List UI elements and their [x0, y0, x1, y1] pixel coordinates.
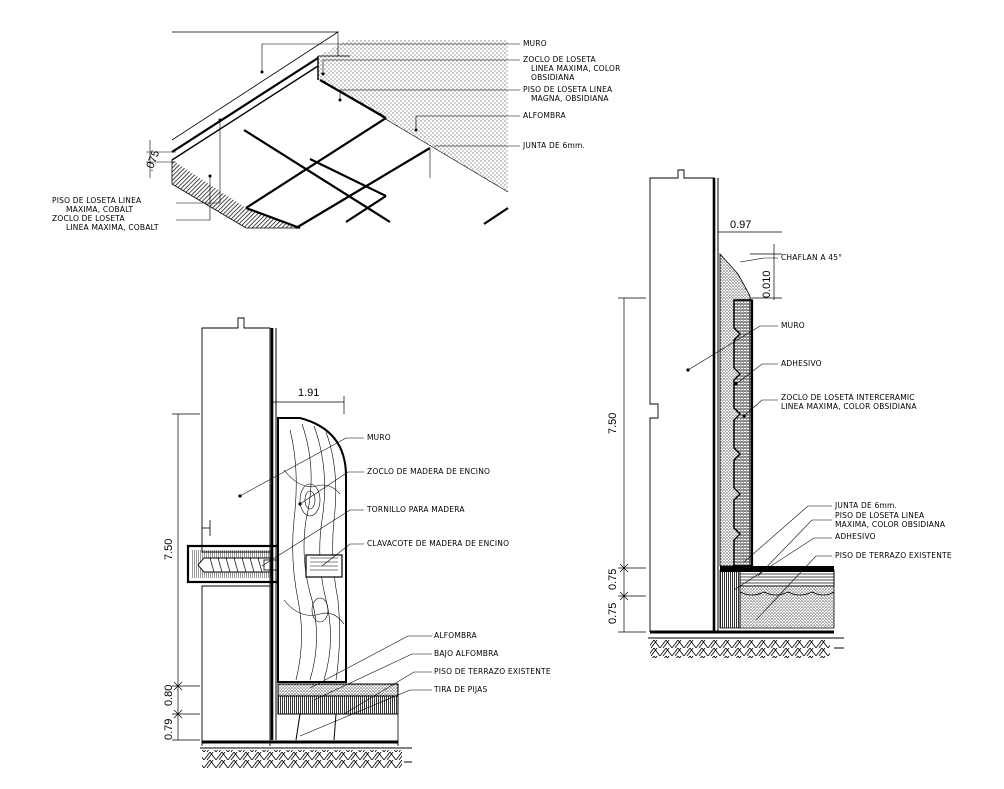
- label-zoclo-obsidiana-3: OBSIDIANA: [531, 73, 575, 82]
- dim-right-d1: 0.75: [607, 569, 619, 590]
- label-clavacote: CLAVACOTE DE MADERA DE ENCINO: [367, 539, 509, 548]
- right-section-detail: 0.97 0.010 7.50 0.75 0.75 CHAFLAN A 45° …: [607, 169, 952, 658]
- left-section-detail: 1.91 7.50 0.80 0.79 MURO ZOCLO DE MADERA…: [163, 317, 551, 768]
- label-muro-top: MURO: [523, 39, 547, 48]
- label-zoclo-obsidiana-2: LINEA MAXIMA, COLOR: [531, 64, 621, 73]
- carpet: [277, 683, 399, 697]
- dim-right-width: 0.97: [730, 219, 751, 231]
- top-perspective-detail: .075 MURO ZOCLO DE LOSETA LINEA MAXIMA, …: [52, 31, 621, 232]
- label-piso-1: PISO DE LOSETA LINEA: [835, 511, 925, 520]
- label-chaflan: CHAFLAN A 45°: [781, 253, 842, 262]
- label-piso-terrazo-right: PISO DE TERRAZO EXISTENTE: [835, 551, 952, 560]
- dim-height-label: .075: [144, 149, 163, 173]
- screw: [197, 557, 271, 573]
- label-muro-left: MURO: [367, 433, 391, 442]
- carpet-pad: [277, 695, 399, 715]
- dim-left-width: 1.91: [298, 387, 319, 399]
- label-zoclo-1: ZOCLO DE LOSETA INTERCERAMIC: [781, 393, 915, 402]
- terrazzo: [739, 585, 835, 629]
- label-alfombra-left: ALFOMBRA: [434, 631, 477, 640]
- dim-left-d1: 0.80: [163, 685, 175, 706]
- label-zoclo-cobalt-1: ZOCLO DE LOSETA: [52, 214, 125, 223]
- label-piso-terrazo-left: PISO DE TERRAZO EXISTENTE: [434, 667, 551, 676]
- label-piso-2: MAXIMA, COLOR OBSIDIANA: [835, 520, 946, 529]
- ground-left: [202, 750, 402, 768]
- label-zoclo-2: LINEA MAXIMA, COLOR OBSIDIANA: [781, 402, 917, 411]
- dim-right-d2: 0.75: [607, 603, 619, 624]
- label-piso-cobalt-2: MAXIMA, COBALT: [66, 205, 133, 214]
- baseboard-hatch: [172, 160, 300, 228]
- label-zoclo-madera: ZOCLO DE MADERA DE ENCINO: [367, 467, 490, 476]
- floor-tile: [739, 569, 835, 587]
- label-adhesivo-1: ADHESIVO: [781, 359, 822, 368]
- wood-baseboard: [277, 417, 347, 683]
- label-alfombra-top: ALFOMBRA: [523, 111, 566, 120]
- label-adhesivo-2: ADHESIVO: [835, 532, 876, 541]
- dim-right-height: 7.50: [607, 413, 619, 434]
- tile-baseboard: [733, 299, 753, 567]
- label-piso-cobalt-1: PISO DE LOSETA LINEA: [52, 196, 142, 205]
- dim-left-d2: 0.79: [163, 719, 175, 740]
- label-tira: TIRA DE PIJAS: [433, 685, 487, 694]
- label-junta-top: JUNTA DE 6mm.: [522, 141, 585, 150]
- label-piso-magna-1: PISO DE LOSETA LINEA: [523, 85, 613, 94]
- label-bajo-alfombra: BAJO ALFOMBRA: [434, 649, 499, 658]
- wood-grain: [283, 423, 345, 681]
- label-zoclo-cobalt-2: LINEA MAXIMA, COBALT: [66, 223, 159, 232]
- ground-right: [650, 640, 830, 658]
- label-zoclo-obsidiana-1: ZOCLO DE LOSETA: [523, 55, 596, 64]
- joint-strip: [720, 566, 834, 572]
- label-tornillo: TORNILLO PARA MADERA: [366, 505, 465, 514]
- label-piso-magna-2: MAGNA, OBSIDIANA: [531, 94, 609, 103]
- carpet-fill: [318, 40, 508, 192]
- dim-chaflan-h: 0.010: [761, 270, 773, 298]
- label-junta-right: JUNTA DE 6mm.: [834, 501, 897, 510]
- label-muro-right: MURO: [781, 321, 805, 330]
- dim-left-height: 7.50: [163, 539, 175, 560]
